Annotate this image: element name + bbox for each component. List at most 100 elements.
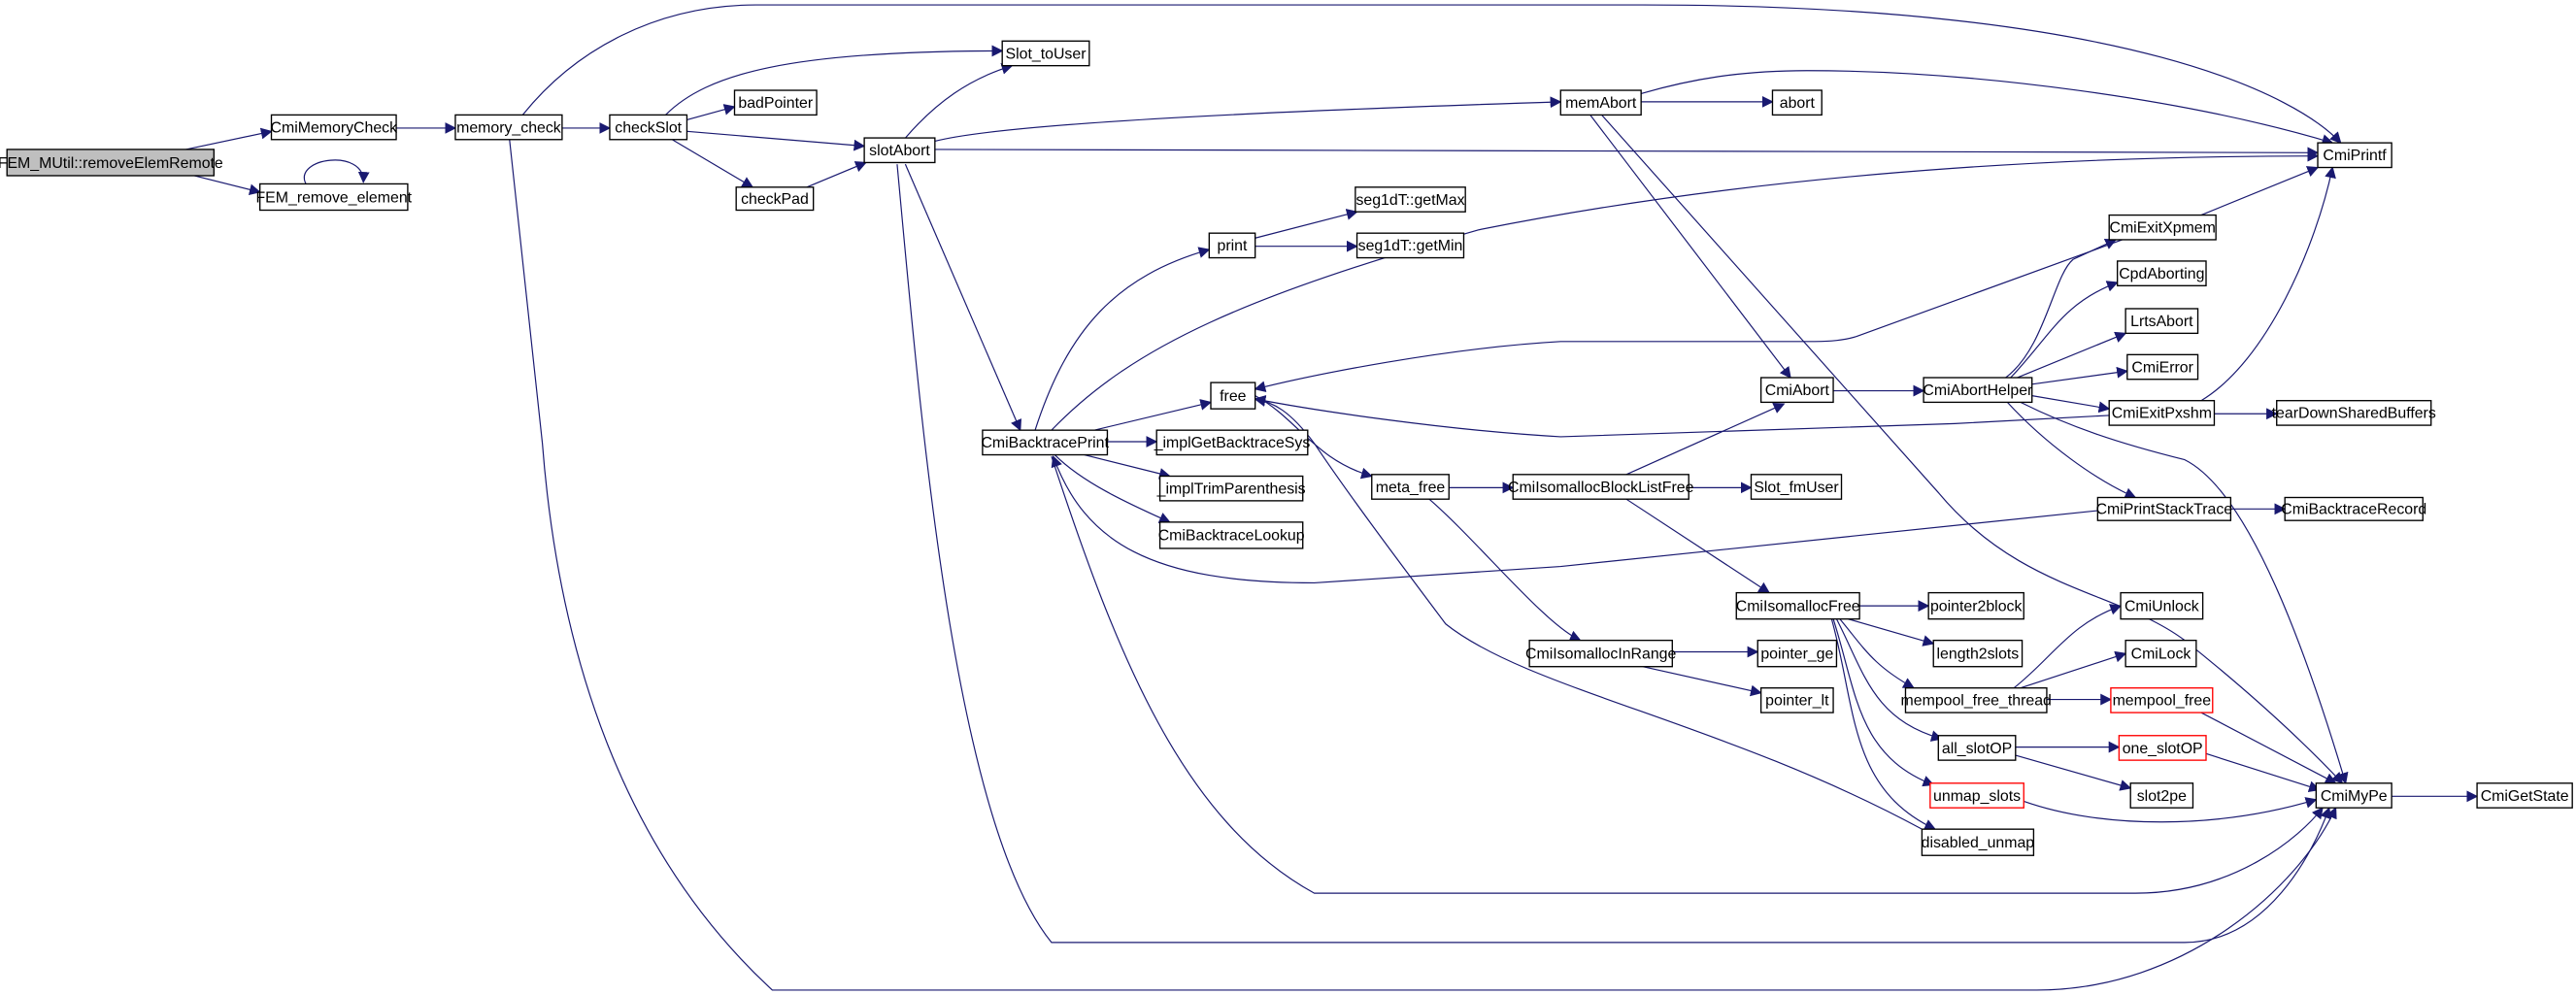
node-box <box>454 114 563 141</box>
node-slot-to-user[interactable]: Slot_toUser <box>1001 40 1090 67</box>
node-mempool-free-thread[interactable]: mempool_free_thread <box>1901 687 2052 713</box>
edge-mempool-free-to-cmi-my-pe <box>2200 712 2337 784</box>
node-label: abort <box>1780 95 1816 112</box>
edge-check-slot-to-check-pad <box>671 139 754 188</box>
node-box <box>1155 429 1309 456</box>
node-free[interactable]: free <box>1210 381 1256 410</box>
node-label: CmiExitPxshm <box>2112 406 2212 422</box>
node-abort[interactable]: abort <box>1771 89 1823 116</box>
node-block-list-free[interactable]: CmiIsomallocBlockListFree <box>1508 474 1694 500</box>
node-impl-get-backtrace-sys[interactable]: _implGetBacktraceSys <box>1154 429 1311 456</box>
node-label: print <box>1218 238 1248 254</box>
node-mem-abort[interactable]: memAbort <box>1559 89 1642 116</box>
node-print[interactable]: print <box>1208 232 1256 259</box>
node-label: CmiPrintStackTrace <box>2096 502 2233 518</box>
node-check-pad[interactable]: checkPad <box>735 186 815 212</box>
node-cmi-get-state[interactable]: CmiGetState <box>2476 782 2573 809</box>
node-label: CmiIsomallocBlockListFree <box>1508 480 1694 496</box>
node-backtrace-print[interactable]: CmiBacktracePrint <box>981 429 1109 456</box>
node-memory-check[interactable]: memory_check <box>454 114 563 141</box>
node-slot2pe[interactable]: slot2pe <box>2129 782 2194 809</box>
node-label: CmiMemoryCheck <box>271 119 398 136</box>
node-label: CmiLock <box>2131 647 2191 663</box>
node-disabled-unmap[interactable]: disabled_unmap <box>1922 828 2035 856</box>
node-box <box>6 149 215 177</box>
edge-print-stack-trace-to-backtrace-print <box>1051 455 2098 584</box>
node-label: LrtsAbort <box>2130 314 2193 330</box>
node-backtrace-lookup[interactable]: CmiBacktraceLookup <box>1158 521 1305 549</box>
node-box <box>1759 377 1834 404</box>
node-box <box>982 429 1109 456</box>
node-box <box>1932 639 2024 668</box>
node-slot-abort[interactable]: slotAbort <box>863 137 936 164</box>
node-impl-trim-parenthesis[interactable]: _implTrimParenthesis <box>1156 475 1306 502</box>
edge-block-list-free-to-cmi-abort <box>1625 403 1786 476</box>
node-lrts-abort[interactable]: LrtsAbort <box>2124 308 2199 335</box>
node-unmap-slots[interactable]: unmap_slots <box>1929 782 2024 809</box>
node-box <box>2110 687 2214 713</box>
node-get-max[interactable]: seg1dT::getMax <box>1355 186 1466 213</box>
edge-backtrace-print-to-print <box>1034 247 1211 431</box>
edge-cmi-abort-helper-to-cmi-exit-pxshm <box>2031 395 2111 414</box>
edge-slot-abort-to-cmi-my-pe <box>896 164 2331 944</box>
node-root[interactable]: FEM_MUtil::removeElemRemote <box>0 149 223 177</box>
node-cmi-unlock[interactable]: CmiUnlock <box>2120 591 2204 620</box>
node-pointer2block[interactable]: pointer2block <box>1927 591 2024 620</box>
node-pointer-lt[interactable]: pointer_lt <box>1759 687 1834 713</box>
node-cmi-abort[interactable]: CmiAbort <box>1759 377 1834 404</box>
node-fem-remove-element[interactable]: FEM_remove_element <box>255 182 413 212</box>
edge-cmi-abort-helper-to-cmi-exit-xpmem <box>2005 239 2118 379</box>
edge-memory-check-to-cmi-printf <box>521 4 2342 145</box>
node-check-slot[interactable]: checkSlot <box>609 114 688 141</box>
node-cmi-exit-pxshm[interactable]: CmiExitPxshm <box>2108 400 2216 426</box>
node-label: CmiUnlock <box>2124 598 2199 614</box>
node-label: memAbort <box>1565 95 1637 112</box>
node-slot-fm-user[interactable]: Slot_fmUser <box>1750 474 1843 500</box>
node-cmi-lock[interactable]: CmiLock <box>2124 639 2197 668</box>
node-one-slot-op[interactable]: one_slotOP <box>2118 735 2207 761</box>
edge-slot-abort-to-cmi-printf <box>934 147 2320 159</box>
node-label: FEM_remove_element <box>255 189 412 206</box>
node-meta-free[interactable]: meta_free <box>1371 474 1450 500</box>
node-get-min[interactable]: seg1dT::getMin <box>1355 232 1465 259</box>
node-label: mempool_free_thread <box>1901 693 2052 710</box>
edge-meta-free-to-isomalloc-in-range <box>1428 498 1582 642</box>
node-print-stack-trace[interactable]: CmiPrintStackTrace <box>2096 496 2233 521</box>
node-box <box>2108 400 2216 426</box>
node-box <box>1735 591 1860 620</box>
node-box <box>1756 639 1838 668</box>
edge-fem-remove-element-to-fem-remove-element <box>303 159 370 184</box>
edge-all-slot-op-to-slot2pe <box>2015 754 2132 791</box>
node-cmi-error[interactable]: CmiError <box>2126 353 2199 381</box>
node-label: CmiGetState <box>2481 788 2569 805</box>
node-bad-pointer[interactable]: badPointer <box>733 89 818 116</box>
node-length2slots[interactable]: length2slots <box>1932 639 2024 668</box>
edge-backtrace-print-to-cmi-my-pe <box>1051 456 2324 894</box>
node-label: CmiExitXpmem <box>2109 220 2215 237</box>
edge-cmi-abort-helper-to-cpd-aborting <box>2010 281 2119 379</box>
node-mempool-free[interactable]: mempool_free <box>2110 687 2214 713</box>
node-box <box>2284 496 2424 521</box>
node-cmi-abort-helper[interactable]: CmiAbortHelper <box>1923 377 2033 404</box>
node-all-slot-op[interactable]: all_slotOP <box>1937 735 2017 761</box>
node-isomalloc-in-range[interactable]: CmiIsomallocInRange <box>1525 639 1677 668</box>
edge-mem-abort-to-cmi-my-pe <box>1601 115 2344 784</box>
node-label: _implTrimParenthesis <box>1156 481 1306 498</box>
node-backtrace-record[interactable]: CmiBacktraceRecord <box>2281 496 2426 521</box>
node-cpd-aborting[interactable]: CpdAborting <box>2116 260 2207 286</box>
node-cmi-memory-check[interactable]: CmiMemoryCheck <box>271 114 398 141</box>
node-box <box>735 186 815 212</box>
edge-check-pad-to-slot-abort <box>806 161 867 188</box>
node-pointer-ge[interactable]: pointer_ge <box>1756 639 1838 668</box>
node-isomalloc-free[interactable]: CmiIsomallocFree <box>1735 591 1860 620</box>
edge-cmi-abort-helper-to-cmi-my-pe <box>2020 401 2349 784</box>
node-cmi-exit-xpmem[interactable]: CmiExitXpmem <box>2108 214 2217 241</box>
node-box <box>1158 521 1304 549</box>
edge-root-to-cmi-memory-check <box>185 127 273 150</box>
node-cmi-my-pe[interactable]: CmiMyPe <box>2315 782 2392 809</box>
node-label: unmap_slots <box>1933 788 2021 805</box>
node-label: Slot_fmUser <box>1754 480 1839 496</box>
node-tear-down[interactable]: tearDownSharedBuffers <box>2272 400 2436 426</box>
node-cmi-printf[interactable]: CmiPrintf <box>2317 142 2392 169</box>
edge-isomalloc-free-to-mempool-free-thread <box>1839 618 1915 689</box>
